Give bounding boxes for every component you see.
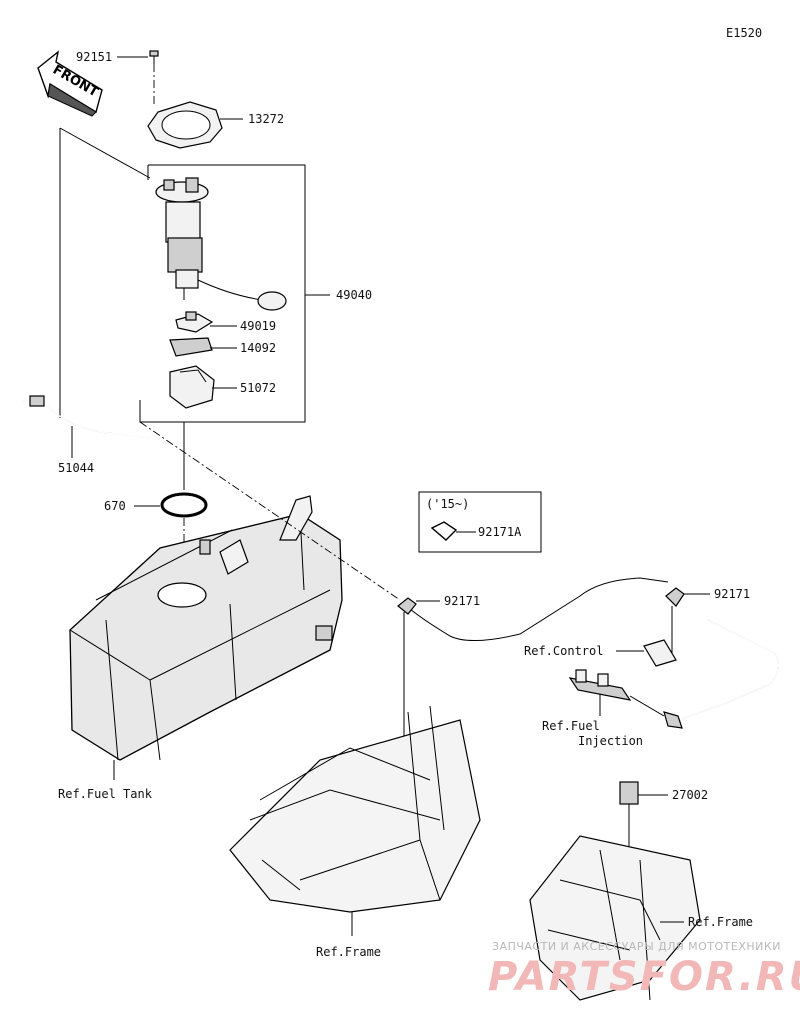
bracket-49040 xyxy=(139,164,330,423)
label-670[interactable]: 670 xyxy=(104,499,126,513)
label-49019[interactable]: 49019 xyxy=(240,319,276,333)
label-49040[interactable]: 49040 xyxy=(336,288,372,302)
ref-frame-left[interactable]: Ref.Frame xyxy=(316,945,381,959)
part-13272-plate xyxy=(147,101,243,149)
part-49019 xyxy=(175,311,237,333)
part-92171-clamp-1 xyxy=(397,597,440,740)
label-92171A-note: ('15~) xyxy=(426,497,469,511)
part-51072 xyxy=(169,365,237,409)
label-51072[interactable]: 51072 xyxy=(240,381,276,395)
part-51044-hose xyxy=(21,127,151,458)
control-bracket xyxy=(616,639,677,667)
ref-frame-right[interactable]: Ref.Frame xyxy=(688,915,753,929)
label-92171-1[interactable]: 92171 xyxy=(444,594,480,608)
box-92171A xyxy=(418,491,542,553)
part-14092 xyxy=(169,337,237,357)
diagram-code: E1520 xyxy=(726,26,762,40)
frame-right xyxy=(529,835,701,1001)
label-92171-2[interactable]: 92171 xyxy=(714,587,750,601)
ref-fuel-injection-1[interactable]: Ref.Fuel xyxy=(542,719,600,733)
watermark-line-1: ЗАПЧАСТИ И АКСЕССУАРЫ ДЛЯ МОТОТЕХНИКИ xyxy=(492,940,781,953)
ref-fuel-tank[interactable]: Ref.Fuel Tank xyxy=(58,787,153,801)
label-14092[interactable]: 14092 xyxy=(240,341,276,355)
label-13272[interactable]: 13272 xyxy=(248,112,284,126)
fuel-line-hose xyxy=(403,577,779,721)
label-92171A[interactable]: 92171A xyxy=(478,525,522,539)
ref-control[interactable]: Ref.Control xyxy=(524,644,603,658)
ref-fuel-injection-2[interactable]: Injection xyxy=(578,734,643,748)
label-27002[interactable]: 27002 xyxy=(672,788,708,802)
fuel-tank xyxy=(69,495,343,780)
part-92151-bolt xyxy=(117,50,159,105)
label-92151[interactable]: 92151 xyxy=(76,50,112,64)
part-fuel-pump-assembly xyxy=(155,177,287,311)
label-51044[interactable]: 51044 xyxy=(58,461,94,475)
part-92171-clamp-2 xyxy=(665,587,710,660)
frame-left xyxy=(229,705,481,936)
reference-dash-line xyxy=(139,421,401,601)
watermark-line-2: PARTSFOR.RU xyxy=(488,954,800,1000)
fuel-injection-rail xyxy=(568,669,683,729)
